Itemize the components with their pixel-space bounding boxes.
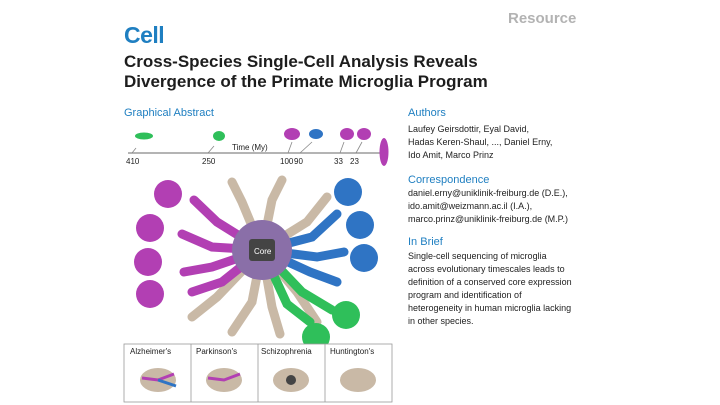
hamster-circle-icon bbox=[350, 244, 378, 272]
in-brief-line: definition of a conserved core expressio… bbox=[408, 277, 572, 287]
in-brief-heading: In Brief bbox=[408, 236, 443, 248]
correspondence-email[interactable]: daniel.erny@uniklinik-freiburg.de (D.E.)… bbox=[408, 188, 568, 198]
in-brief-line: Single-cell sequencing of microglia bbox=[408, 251, 547, 261]
authors-line: Laufey Geirsdottir, Eyal David, bbox=[408, 124, 530, 134]
timeline-tick: 90 bbox=[294, 157, 303, 166]
chicken-icon bbox=[213, 131, 225, 141]
title-line-1: Cross-Species Single-Cell Analysis Revea… bbox=[124, 52, 478, 71]
mouse-circle-icon bbox=[334, 178, 362, 206]
in-brief-text: Single-cell sequencing of microglia acro… bbox=[408, 250, 598, 328]
microglia-cell: Core bbox=[177, 175, 349, 339]
timeline-tick: 23 bbox=[350, 157, 359, 166]
rat-circle-icon bbox=[346, 211, 374, 239]
correspondence-list: daniel.erny@uniklinik-freiburg.de (D.E.)… bbox=[408, 187, 628, 226]
sheep-circle-icon bbox=[136, 280, 164, 308]
monkey-circle-icon bbox=[136, 214, 164, 242]
correspondence-email[interactable]: marco.prinz@uniklinik-freiburg.de (M.P.) bbox=[408, 214, 569, 224]
graphical-abstract-heading: Graphical Abstract bbox=[124, 107, 214, 119]
correspondence-email[interactable]: ido.amit@weizmann.ac.il (I.A.), bbox=[408, 201, 533, 211]
human-circle-icon bbox=[154, 180, 182, 208]
title-line-2: Divergence of the Primate Microglia Prog… bbox=[124, 72, 488, 91]
authors-heading: Authors bbox=[408, 107, 446, 119]
timeline-tick: 250 bbox=[202, 157, 216, 166]
disease-label-huntingtons: Huntington's bbox=[330, 347, 374, 356]
zebrafish-circle-icon bbox=[332, 301, 360, 329]
authors-line: Ido Amit, Marco Prinz bbox=[408, 150, 494, 160]
correspondence-heading: Correspondence bbox=[408, 174, 490, 186]
article-title: Cross-Species Single-Cell Analysis Revea… bbox=[124, 52, 604, 92]
in-brief-line: across evolutionary timescales leads to bbox=[408, 264, 565, 274]
rodent-icon bbox=[309, 129, 323, 139]
monkey-icon bbox=[340, 128, 354, 140]
authors-line: Hadas Keren-Shaul, ..., Daniel Erny, bbox=[408, 137, 553, 147]
in-brief-line: program and identification of bbox=[408, 290, 522, 300]
core-label: Core bbox=[254, 247, 272, 256]
ape-icon bbox=[357, 128, 371, 140]
timeline-tick: 33 bbox=[334, 157, 343, 166]
timeline-tick: 100 bbox=[280, 157, 294, 166]
in-brief-line: in other species. bbox=[408, 316, 474, 326]
journal-logo: Cell bbox=[124, 22, 165, 48]
disease-label-alzheimers: Alzheimer's bbox=[130, 347, 171, 356]
human-icon bbox=[379, 138, 389, 166]
in-brief-line: heterogeneity in human microglia lacking bbox=[408, 303, 572, 313]
sheep-icon bbox=[284, 128, 300, 140]
disease-label-parkinsons: Parkinson's bbox=[196, 347, 237, 356]
authors-list: Laufey Geirsdottir, Eyal David, Hadas Ke… bbox=[408, 123, 618, 162]
article-type-label: Resource bbox=[508, 10, 577, 27]
disease-panels: Alzheimer's Parkinson's Schizophrenia Hu… bbox=[123, 343, 393, 403]
marmoset-circle-icon bbox=[134, 248, 162, 276]
fish-icon bbox=[135, 132, 153, 140]
graphical-abstract-figure: Time (My) 410 250 100 90 33 23 bbox=[123, 128, 393, 403]
timeline-tick: 410 bbox=[126, 157, 140, 166]
disease-label-schizophrenia: Schizophrenia bbox=[261, 347, 312, 356]
huntingtons-microglia-icon bbox=[340, 368, 376, 392]
timeline-axis-label: Time (My) bbox=[232, 143, 268, 152]
core-chip bbox=[249, 239, 275, 261]
evolution-timeline: Time (My) 410 250 100 90 33 23 bbox=[126, 128, 389, 166]
